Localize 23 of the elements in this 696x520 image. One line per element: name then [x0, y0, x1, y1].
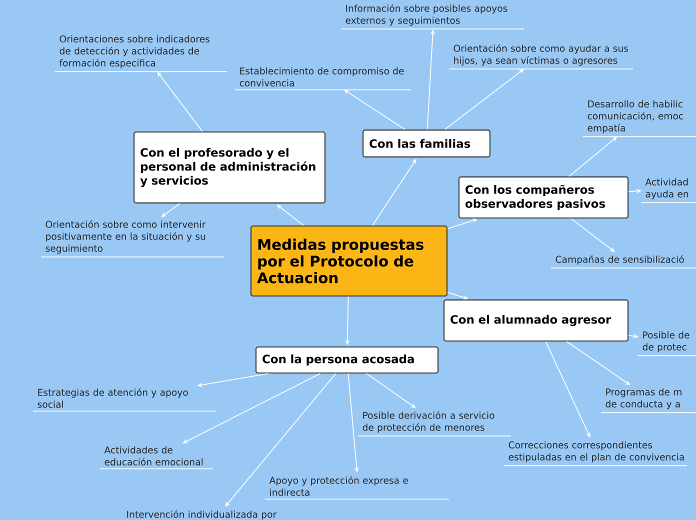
topic-box: Con el alumnado agresor: [443, 299, 629, 342]
subtopic-text: Correcciones correspondientes estipuladas en el plan de convivencia: [504, 441, 687, 466]
topic-box: Con los compañeros observadores pasivos: [458, 176, 629, 219]
subtopic-text: Información sobre posibles apoyos externos y seguimientos: [341, 4, 524, 30]
subtopic-text: Apoyo y protección expresa e indirecta: [265, 476, 449, 500]
arrow: [566, 341, 630, 386]
central-topic-box: Medidas propuestas por el Protocolo de Actuacion: [250, 225, 448, 297]
subtopic-text: Programas de m de conducta y a: [601, 388, 696, 414]
subtopic-text: Actividades de educación emocional: [100, 446, 213, 470]
topic-box: Con el profesorado y el personal de administración y servicios: [134, 132, 326, 204]
subtopic-text: Orientaciones sobre indicadores de detección y actividades de formación especifica: [55, 35, 227, 72]
subtopic-text: Orientación sobre como intervenir positivamente en la situación y su seguimiento: [41, 220, 224, 258]
subtopic-text: Orientación sobre como ayudar a sus hijos, ya sean víctimas o agresores: [449, 44, 633, 70]
subtopic-text: Desarrollo de habilic comunicación, emoc empatía: [583, 100, 696, 138]
topic-box: Con la persona acosada: [255, 346, 439, 374]
subtopic-text: Intervención individualizada por: [127, 510, 277, 520]
subtopic-text: Posible derivación a servicio de protección de menores: [358, 411, 511, 436]
subtopic-text: Estrategias de atención y apoyo social: [33, 388, 216, 412]
subtopic-text: Posible de de protec: [638, 331, 696, 356]
topic-box: Con las familias: [362, 130, 490, 158]
subtopic-text: Campañas de sensibilizació: [551, 255, 696, 268]
subtopic-text: Establecimiento de compromiso de convivencia: [235, 67, 411, 90]
subtopic-text: Actividad ayuda en: [641, 178, 696, 204]
